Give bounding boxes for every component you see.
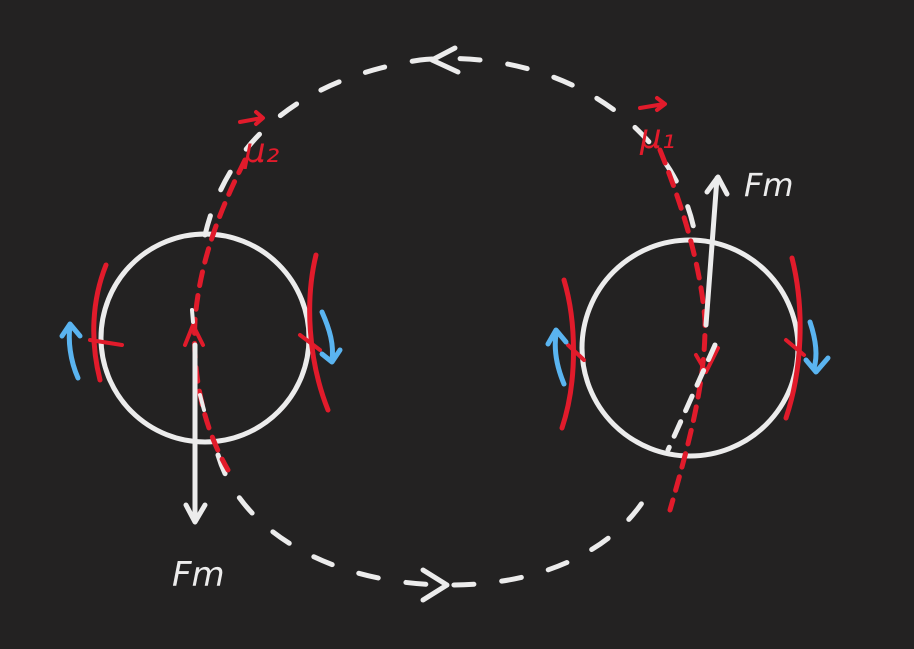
right-blue-rotation-left [545,327,569,387]
orbit-top-arc [202,56,699,243]
mu-right-text: μ₁ [639,117,675,157]
mu-right-vector-arrow [638,96,667,112]
right-force-arrow [703,174,730,328]
left-blue-rotation-right [319,309,343,365]
right-white-diagonal-dashes [665,342,718,453]
left-magnet-group [59,157,343,525]
right-red-axis-arrowhead [694,346,720,374]
force-right-label: Fm [744,166,794,204]
left-red-axis [192,157,248,473]
left-white-axis-dashes [190,308,206,412]
left-outer-arc-right-tick [298,333,322,352]
right-blue-rotation-right [803,319,831,375]
right-outer-arc-left-tick [566,343,586,362]
left-outer-arc-left-tick [88,338,124,347]
mu-left-vector-arrow [238,110,265,126]
force-left-label: Fm [172,555,225,595]
left-outer-arc-left [91,262,109,383]
left-red-axis-arrowhead [183,323,205,347]
left-outer-arc-right [307,252,331,413]
mu-left-label: μ₂ [238,110,280,171]
mu-left-text: μ₂ [243,131,280,171]
orbit-top-arrowhead [429,45,461,75]
right-magnet-group [545,147,831,513]
orbit-arrows [420,45,461,603]
orbit-bottom-arc [215,452,653,588]
left-blue-rotation-left [59,321,83,381]
right-outer-arc-right [783,255,803,421]
orbit-path [202,56,699,588]
right-outer-arc-left [559,277,576,431]
mu-right-label: μ₁ [638,96,675,157]
orbit-bottom-arrowhead [420,567,450,603]
right-circle [579,237,801,459]
left-force-arrow [183,342,208,525]
right-outer-arc-right-tick [784,338,806,357]
